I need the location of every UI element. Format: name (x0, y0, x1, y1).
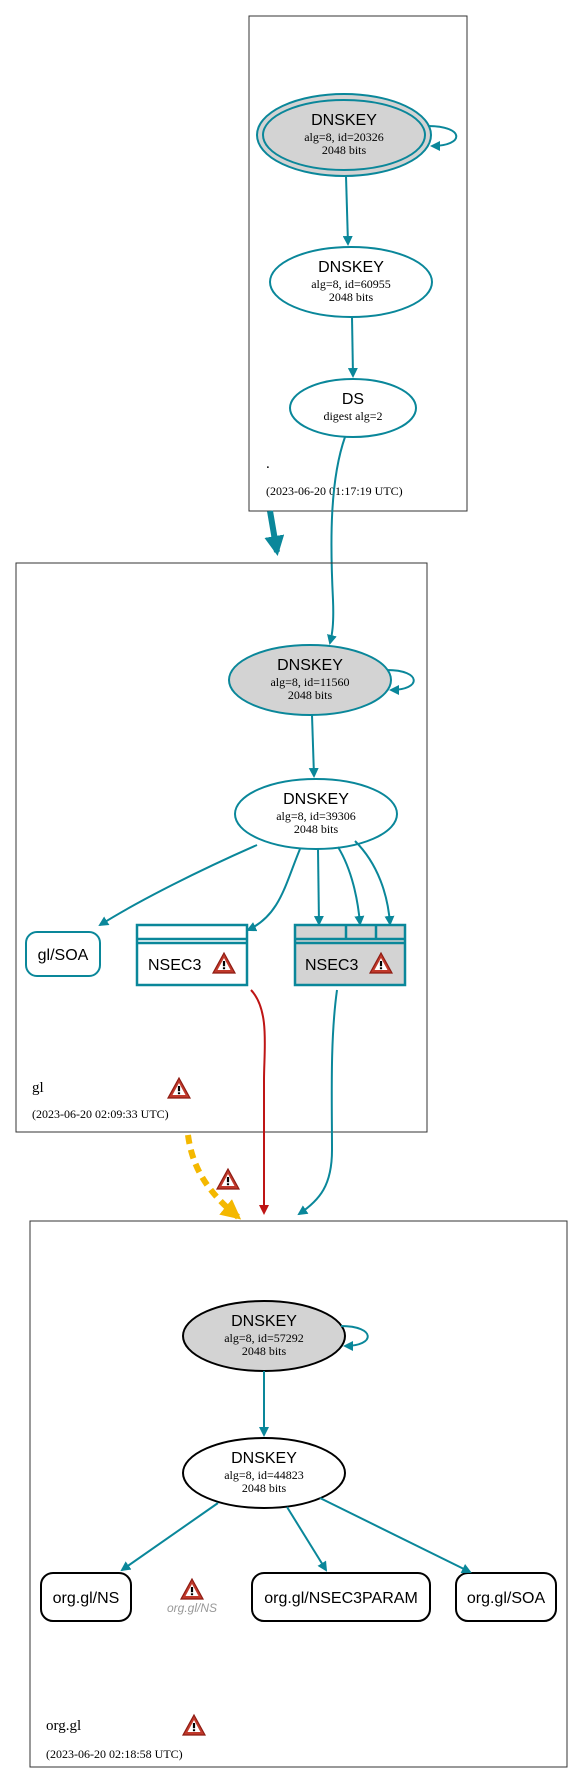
dnskey-node-org-ksk[interactable]: DNSKEY alg=8, id=57292 2048 bits (182, 1300, 346, 1372)
rrset-label: org.gl/SOA (467, 1590, 546, 1607)
dnskey-title: DNSKEY (311, 112, 377, 129)
dnskey-title: DNSKEY (318, 259, 384, 276)
dnskey-detail: alg=8, id=44823 (224, 1468, 304, 1482)
dnskey-detail: alg=8, id=60955 (311, 277, 391, 291)
rrset-label: gl/SOA (38, 947, 89, 964)
zone-box-root (248, 15, 468, 512)
edge-gl-zsk-to-soa (98, 844, 258, 927)
nsec3-node-gl-b[interactable]: NSEC3 (293, 923, 407, 987)
dnskey-node-root-ksk[interactable]: DNSKEY alg=8, id=20326 2048 bits (256, 93, 432, 177)
dnskey-detail: alg=8, id=20326 (304, 130, 384, 144)
rrset-label: org.gl/NS (53, 1590, 120, 1607)
dnskey-bits: 2048 bits (294, 822, 339, 836)
edge-org-zsk-to-soa (319, 1497, 472, 1573)
dnskey-detail: alg=8, id=11560 (270, 675, 349, 689)
rrset-node-org-soa[interactable]: org.gl/SOA (455, 1572, 557, 1622)
ds-detail: digest alg=2 (323, 409, 382, 423)
missing-ns-label: org.gl/NS (167, 1601, 217, 1615)
zone-timestamp-gl: (2023-06-20 02:09:33 UTC) (32, 1107, 169, 1121)
edge-gl-zsk-to-nsec3-b-1 (313, 848, 324, 926)
zone-name-gl: gl (32, 1080, 44, 1096)
ds-title: DS (342, 391, 364, 408)
dnskey-detail: alg=8, id=57292 (224, 1331, 304, 1345)
nsec3-node-gl-a[interactable]: NSEC3 (135, 923, 249, 987)
edge-root-ksk-to-zsk (342, 175, 353, 246)
edge-gl-zsk-to-nsec3-b-3 (354, 840, 395, 926)
self-sign-edge-gl-ksk (386, 669, 415, 695)
edge-gl-zsk-to-nsec3-b-2 (337, 846, 365, 926)
rrset-node-org-ns[interactable]: org.gl/NS (40, 1572, 132, 1622)
dnskey-bits: 2048 bits (322, 143, 367, 157)
warning-icon (182, 1714, 206, 1736)
zone-name-root: . (266, 456, 270, 472)
zone-timestamp-org-gl: (2023-06-20 02:18:58 UTC) (46, 1747, 183, 1761)
delegation-edge-root-to-gl (264, 510, 285, 556)
dnskey-node-org-zsk[interactable]: DNSKEY alg=8, id=44823 2048 bits (182, 1437, 346, 1509)
edge-gl-zsk-to-nsec3-a (246, 848, 301, 932)
dnskey-title: DNSKEY (231, 1450, 297, 1467)
self-sign-edge-org-ksk (340, 1325, 369, 1351)
zone-box-gl (15, 562, 428, 1133)
dnskey-bits: 2048 bits (242, 1481, 287, 1495)
dnskey-bits: 2048 bits (242, 1344, 287, 1358)
edge-root-zsk-to-ds (347, 316, 358, 378)
zone-name-org-gl: org.gl (46, 1718, 81, 1734)
edge-org-zsk-to-nsec3param (286, 1506, 328, 1572)
warning-icon (167, 1077, 191, 1099)
nsec3-a-to-org-edge (250, 989, 269, 1215)
dnskey-title: DNSKEY (277, 657, 343, 674)
nsec3-b-to-org-edge (297, 989, 338, 1216)
dnskey-title: DNSKEY (283, 791, 349, 808)
rrset-label: NSEC3 (305, 957, 358, 974)
rrset-node-gl-soa[interactable]: gl/SOA (25, 931, 101, 977)
warning-icon (180, 1578, 204, 1600)
rrset-label: org.gl/NSEC3PARAM (264, 1590, 418, 1607)
ds-node-root[interactable]: DS digest alg=2 (289, 378, 417, 438)
self-sign-edge-root-ksk (427, 125, 458, 151)
missing-ns-node: org.gl/NS (167, 1578, 217, 1615)
zone-box-org-gl (29, 1220, 568, 1768)
dnskey-title: DNSKEY (231, 1313, 297, 1330)
edge-gl-ksk-to-zsk (308, 714, 319, 778)
rrset-node-org-nsec3param[interactable]: org.gl/NSEC3PARAM (251, 1572, 431, 1622)
edge-root-ds-to-gl-ksk (327, 436, 346, 645)
dnskey-node-gl-ksk[interactable]: DNSKEY alg=8, id=11560 2048 bits (228, 644, 392, 716)
dnskey-detail: alg=8, id=39306 (276, 809, 356, 823)
dnskey-bits: 2048 bits (288, 688, 333, 702)
dnskey-node-gl-zsk[interactable]: DNSKEY alg=8, id=39306 2048 bits (234, 778, 398, 850)
warning-icon (216, 1168, 240, 1190)
dnskey-node-root-zsk[interactable]: DNSKEY alg=8, id=60955 2048 bits (269, 246, 433, 318)
edge-org-zsk-to-ns (120, 1502, 219, 1572)
rrset-label: NSEC3 (148, 957, 201, 974)
dnskey-bits: 2048 bits (329, 290, 374, 304)
